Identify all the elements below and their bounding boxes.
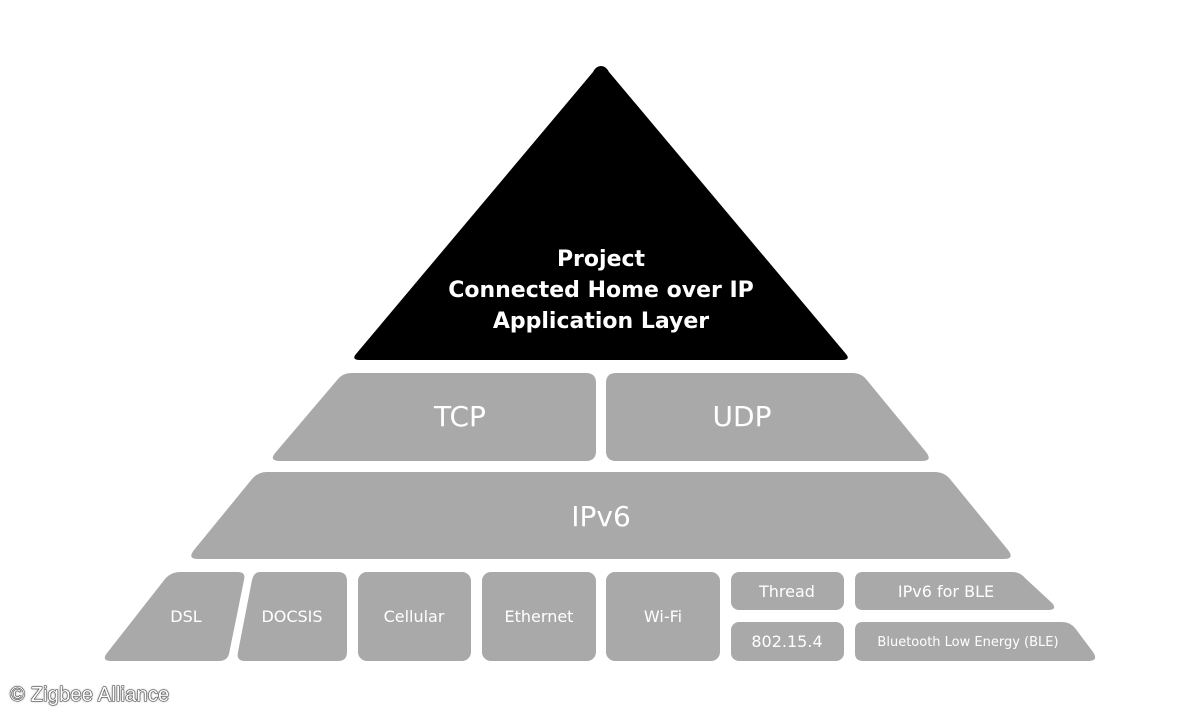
udp-block — [606, 373, 929, 461]
application-layer-triangle — [354, 66, 848, 360]
ipv6-label: IPv6 — [571, 500, 631, 533]
apex-title-line-1: Project — [557, 247, 646, 272]
docsis-block — [237, 572, 347, 661]
ipv6-for-ble-block — [855, 572, 1055, 610]
docsis-label: DOCSIS — [261, 607, 322, 626]
dsl-block — [104, 572, 245, 661]
ieee-802-15-4-block — [731, 622, 844, 661]
wifi-label: Wi-Fi — [644, 607, 682, 626]
tcp-label: TCP — [433, 400, 486, 433]
dsl-label: DSL — [170, 607, 201, 626]
ble-label: Bluetooth Low Energy (BLE) — [877, 635, 1058, 650]
cellular-block — [358, 572, 471, 661]
thread-label: Thread — [758, 582, 815, 601]
copyright-notice: © Zigbee Alliance — [9, 684, 170, 707]
ethernet-label: Ethernet — [505, 607, 574, 626]
udp-label: UDP — [713, 400, 772, 433]
ethernet-block — [482, 572, 596, 661]
ble-block — [855, 622, 1096, 661]
apex-title-line-2: Connected Home over IP — [448, 278, 754, 303]
thread-block — [731, 572, 844, 610]
tcp-block — [272, 373, 596, 461]
ieee-802-15-4-label: 802.15.4 — [751, 632, 822, 651]
wifi-block — [606, 572, 720, 661]
ipv6-for-ble-label: IPv6 for BLE — [898, 582, 994, 601]
cellular-label: Cellular — [384, 607, 445, 626]
ipv6-block — [191, 472, 1011, 559]
apex-title-line-3: Application Layer — [493, 309, 709, 334]
